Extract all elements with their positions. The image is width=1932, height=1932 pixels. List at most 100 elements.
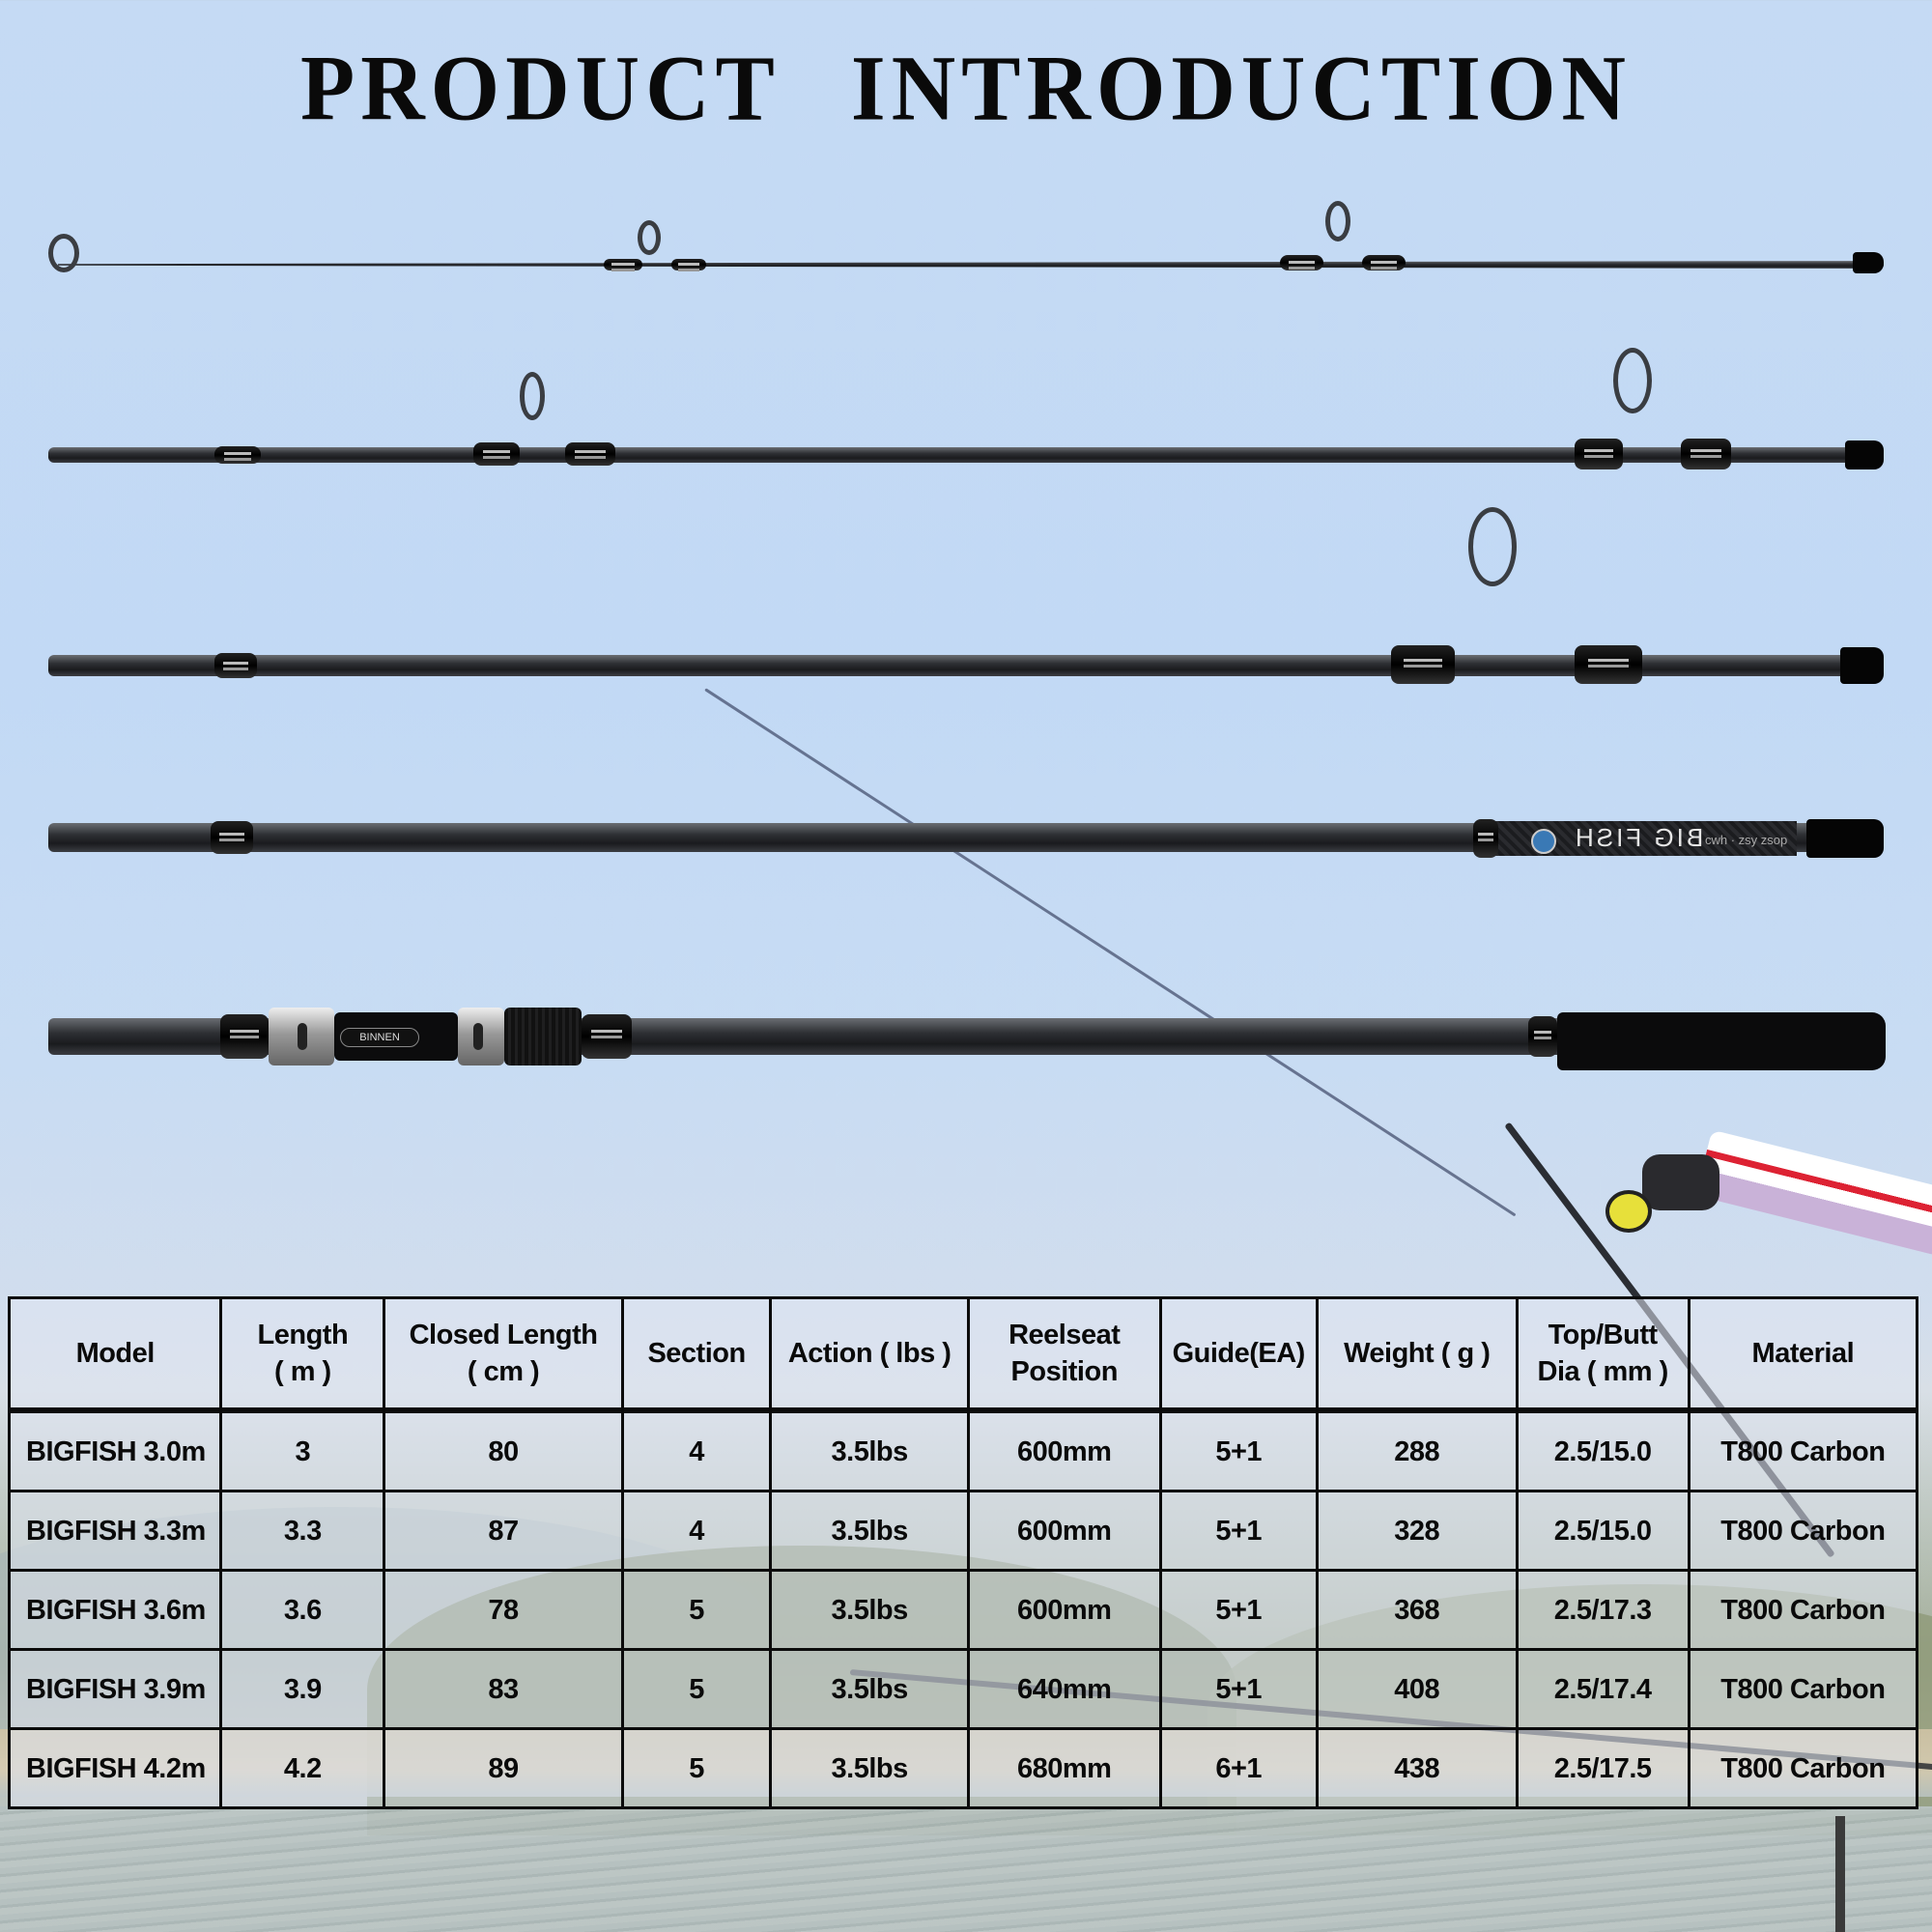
guide-wrap	[671, 259, 706, 270]
angler-glove	[1642, 1154, 1719, 1210]
header-model: Model	[7, 1296, 223, 1412]
header-weight: Weight ( g )	[1315, 1296, 1519, 1412]
header-label: Section	[647, 1338, 746, 1369]
ferrule-cap	[1853, 252, 1884, 273]
table-row: BIGFISH 3.3m 3.3 87 4 3.5lbs 600mm 5+1 3…	[7, 1490, 1919, 1572]
cell-reelseat-position: 640mm	[966, 1648, 1162, 1730]
cell-closed-length: 87	[383, 1490, 624, 1572]
guide-wrap	[1362, 255, 1406, 270]
cell-closed-length: 89	[383, 1727, 624, 1809]
header-unit: ( m )	[273, 1356, 331, 1387]
cell-closed-length: 80	[383, 1408, 624, 1492]
table-row: BIGFISH 3.9m 3.9 83 5 3.5lbs 640mm 5+1 4…	[7, 1648, 1919, 1730]
cell-action: 3.5lbs	[769, 1648, 970, 1730]
cell-length: 4.2	[219, 1727, 386, 1809]
header-label: Action ( lbs )	[787, 1338, 952, 1369]
cell-top-butt-dia: 2.5/15.0	[1515, 1408, 1690, 1492]
table-row: BIGFISH 4.2m 4.2 89 5 3.5lbs 680mm 6+1 4…	[7, 1727, 1919, 1809]
table-header-row: Model Length( m ) Closed Length( cm ) Se…	[7, 1296, 1919, 1412]
cell-reelseat-position: 600mm	[966, 1408, 1162, 1492]
reel-seat-end	[582, 1014, 632, 1059]
cell-section: 4	[620, 1408, 773, 1492]
specification-table: Model Length( m ) Closed Length( cm ) Se…	[7, 1296, 1919, 1809]
cell-length: 3	[219, 1408, 386, 1492]
rod-guide-icon	[638, 220, 661, 255]
rod-spec-label: cwh · zsy zsop	[1705, 833, 1788, 847]
title-word-introduction: INTRODUCTION	[850, 36, 1632, 140]
reel-seat-badge: BINNEN	[340, 1028, 419, 1047]
cell-action: 3.5lbs	[769, 1569, 970, 1651]
cell-action: 3.5lbs	[769, 1490, 970, 1572]
guide-wrap	[565, 442, 615, 466]
lake-water	[0, 1806, 1932, 1932]
rod-blank	[58, 261, 1884, 269]
header-guide: Guide(EA)	[1158, 1296, 1319, 1412]
brand-logo-icon	[1531, 829, 1556, 854]
angler-arm	[1695, 1129, 1932, 1257]
header-label: Guide(EA)	[1172, 1338, 1306, 1369]
ferrule-ring	[211, 821, 253, 854]
cell-length: 3.3	[219, 1490, 386, 1572]
cell-closed-length: 78	[383, 1569, 624, 1651]
cell-top-butt-dia: 2.5/17.3	[1515, 1569, 1690, 1651]
ferrule-cap	[1806, 819, 1884, 858]
cell-reelseat-position: 600mm	[966, 1569, 1162, 1651]
header-unit: ( cm )	[467, 1356, 540, 1387]
ferrule-ring	[214, 653, 257, 678]
table-row: BIGFISH 3.6m 3.6 78 5 3.5lbs 600mm 5+1 3…	[7, 1569, 1919, 1651]
ferrule-cap	[1845, 440, 1884, 469]
header-label-line2: Dia ( mm )	[1537, 1356, 1669, 1387]
cell-length: 3.9	[219, 1648, 386, 1730]
header-closed-length: Closed Length( cm )	[383, 1296, 624, 1412]
title-word-product: PRODUCT	[300, 36, 781, 140]
reel-seat-end	[220, 1014, 269, 1059]
cell-material: T800 Carbon	[1687, 1648, 1919, 1730]
cell-weight: 438	[1315, 1727, 1519, 1809]
cell-weight: 288	[1315, 1408, 1519, 1492]
reel-seat-knurled-nut	[504, 1008, 582, 1065]
ferrule-ring	[1473, 819, 1498, 858]
cell-model: BIGFISH 3.0m	[7, 1408, 223, 1492]
header-material: Material	[1687, 1296, 1919, 1412]
rod-guide-icon	[1613, 348, 1652, 413]
cell-model: BIGFISH 3.6m	[7, 1569, 223, 1651]
guide-wrap	[604, 259, 642, 270]
ferrule-ring	[214, 446, 261, 464]
rod-pod-stand	[1835, 1816, 1845, 1932]
page-title: PRODUCT INTRODUCTION	[0, 34, 1932, 141]
background-fishing-rod	[704, 688, 1517, 1217]
cell-section: 5	[620, 1727, 773, 1809]
guide-wrap	[1575, 645, 1642, 684]
cell-length: 3.6	[219, 1569, 386, 1651]
cell-action: 3.5lbs	[769, 1408, 970, 1492]
guide-wrap	[473, 442, 520, 466]
cell-section: 5	[620, 1648, 773, 1730]
table-row: BIGFISH 3.0m 3 80 4 3.5lbs 600mm 5+1 288…	[7, 1408, 1919, 1492]
header-label: Reelseat	[1009, 1320, 1121, 1350]
cell-reelseat-position: 600mm	[966, 1490, 1162, 1572]
guide-wrap	[1391, 645, 1455, 684]
cell-reelseat-position: 680mm	[966, 1727, 1162, 1809]
eva-butt-grip	[1557, 1012, 1886, 1070]
cell-material: T800 Carbon	[1687, 1490, 1919, 1572]
header-label: Model	[75, 1338, 156, 1369]
cell-material: T800 Carbon	[1687, 1569, 1919, 1651]
header-length: Length( m )	[219, 1296, 386, 1412]
cell-guide: 6+1	[1158, 1727, 1319, 1809]
guide-wrap	[1681, 439, 1731, 469]
cell-action: 3.5lbs	[769, 1727, 970, 1809]
cell-guide: 5+1	[1158, 1408, 1319, 1492]
ferrule-cap	[1840, 647, 1884, 684]
tip-top-guide-icon	[48, 234, 79, 272]
header-label: Weight ( g )	[1344, 1338, 1491, 1369]
ferrule-ring	[1528, 1016, 1557, 1057]
cell-guide: 5+1	[1158, 1490, 1319, 1572]
rod-guide-icon	[1325, 201, 1350, 242]
cell-weight: 408	[1315, 1648, 1519, 1730]
cell-section: 4	[620, 1490, 773, 1572]
header-label: Top/Butt	[1548, 1320, 1659, 1350]
cell-top-butt-dia: 2.5/15.0	[1515, 1490, 1690, 1572]
header-section: Section	[620, 1296, 773, 1412]
cell-material: T800 Carbon	[1687, 1408, 1919, 1492]
